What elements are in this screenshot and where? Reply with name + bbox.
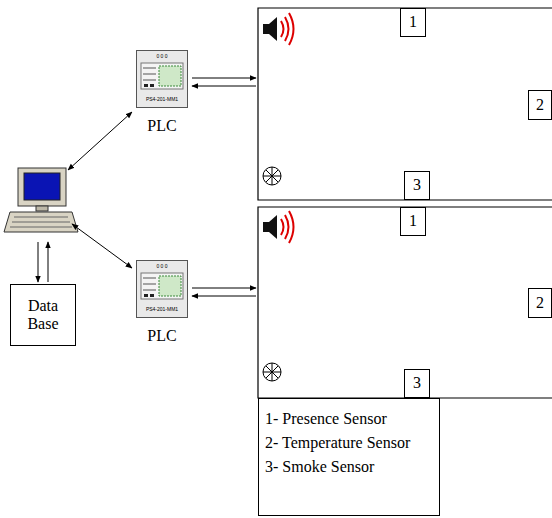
signal-arrow	[192, 78, 256, 296]
room-outline	[258, 8, 552, 398]
sensor-box: 3	[404, 369, 430, 398]
fan-symbol	[263, 167, 281, 381]
plc-unit: 0 0 0PS4-201-MM1PLC	[136, 50, 188, 108]
status-leds: 0 0 0	[137, 54, 187, 59]
sensor-box: 2	[528, 288, 552, 318]
callout-number: 1	[409, 212, 417, 230]
plc-unit: 0 0 0PS4-201-MM1PLC	[136, 260, 188, 318]
callout-number: 1	[409, 13, 417, 31]
legend-entry: 2- Temperature Sensor	[265, 431, 433, 455]
callout-number: 3	[413, 176, 421, 194]
alarm-speaker	[263, 13, 294, 45]
model-label: PS4-201-MM1	[137, 307, 187, 312]
sensor-box: 3	[404, 171, 430, 200]
sensor-box: 1	[400, 207, 426, 236]
sensor-box: 2	[528, 90, 552, 120]
legend-entry: 3- Smoke Sensor	[265, 455, 433, 479]
computer-icon	[4, 168, 78, 232]
alarm-speaker	[263, 211, 294, 243]
callout-number: 2	[536, 96, 544, 114]
plc-label: PLC	[147, 117, 176, 135]
callout-number: 2	[536, 294, 544, 312]
database-label: Data Base	[19, 297, 67, 334]
sensor-box: 1	[400, 8, 426, 37]
link-arrow	[38, 112, 132, 282]
plc-label: PLC	[147, 327, 176, 345]
status-leds: 0 0 0	[137, 264, 187, 269]
model-label: PS4-201-MM1	[137, 97, 187, 102]
database-box: Data Base	[10, 284, 76, 346]
legend-entry: 1- Presence Sensor	[265, 407, 433, 431]
callout-number: 3	[413, 374, 421, 392]
legend-box: 1- Presence Sensor2- Temperature Sensor3…	[258, 398, 440, 516]
